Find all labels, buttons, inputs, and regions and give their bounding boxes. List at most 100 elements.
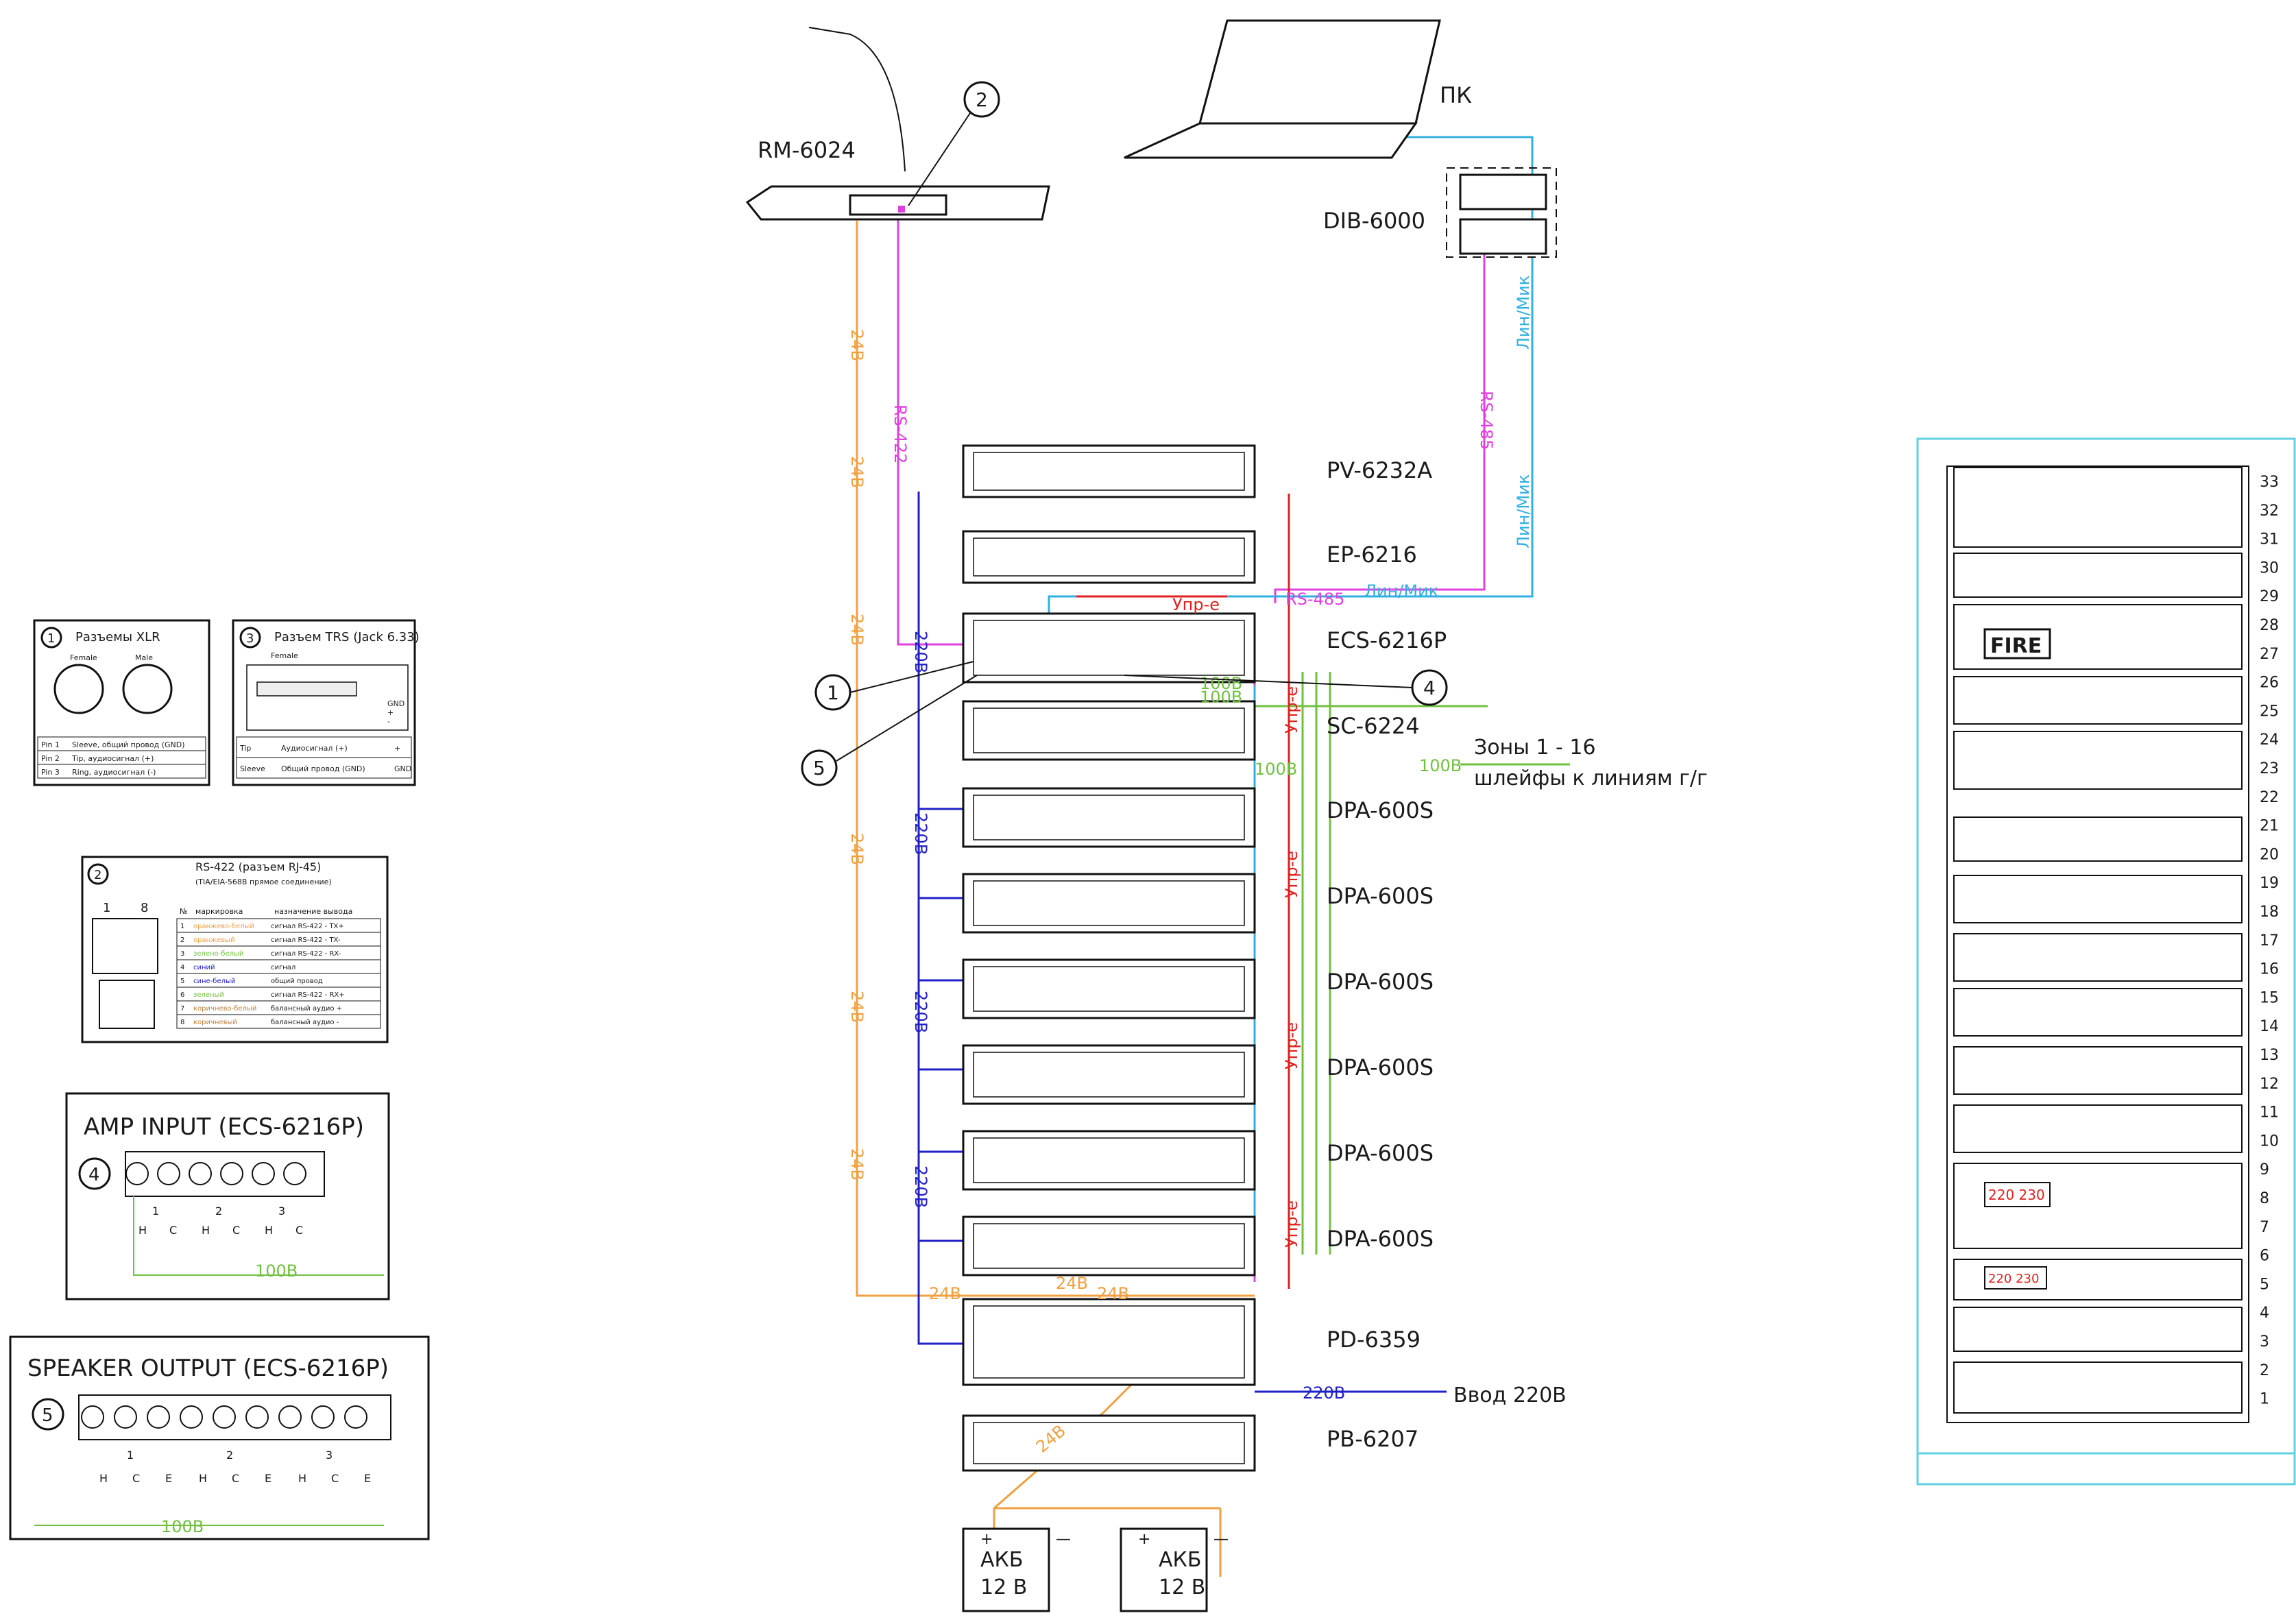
stack-device-face-7: [973, 966, 1245, 1012]
spk-pin: С: [331, 1472, 339, 1485]
fire-label: FIRE: [1990, 634, 2042, 658]
stack-device-10: [962, 1215, 1256, 1276]
stack-device-face-3: [973, 620, 1245, 676]
spk-pin: Е: [165, 1472, 172, 1485]
spk-terminal: [278, 1405, 302, 1429]
stack-device-face-5: [973, 795, 1245, 840]
amp-pin-c: С: [295, 1224, 303, 1237]
xlr-male: Male: [135, 653, 153, 662]
stack-device-face-2: [973, 537, 1245, 577]
rack-unit-number: 2: [2260, 1362, 2269, 1379]
rack-unit-number: 19: [2260, 875, 2279, 892]
rack-cabinet: FIRE 220 230 220 230 3332313029282726252…: [1916, 437, 2296, 1486]
rack-unit-number: 29: [2260, 588, 2279, 605]
rm-6024-label: RM-6024: [758, 137, 856, 163]
xlr-title: Разъемы XLR: [75, 630, 160, 644]
stack-label-3: ECS-6216P: [1327, 627, 1447, 653]
rack-unit-number: 26: [2260, 675, 2279, 692]
lbl-linmic-3: Лин/Мик: [1364, 581, 1438, 601]
amp-pin-h: Н: [265, 1224, 273, 1237]
lbl-ctrl-1: Упр-е: [1172, 595, 1220, 614]
rack-unit-number: 21: [2260, 818, 2279, 835]
trs-title: Разъем TRS (Jack 6.33): [274, 630, 420, 644]
spk-terminal: [81, 1405, 104, 1429]
stack-device-face-10: [973, 1223, 1245, 1269]
rack-unit-number: 25: [2260, 703, 2279, 720]
stack-label-8: DPA-600S: [1327, 1054, 1434, 1080]
rack-unit-number: 31: [2260, 531, 2279, 548]
rack-unit-number: 11: [2260, 1104, 2279, 1122]
wire-24v-trunk: [856, 221, 1255, 1297]
lbl-ctrl-2: Упр-е: [1282, 686, 1301, 734]
wire-rs422: [897, 210, 1002, 668]
rack-unit-number: 10: [2260, 1133, 2279, 1150]
rj45-mark: сине-белый: [193, 978, 235, 985]
lbl-220v-4: 220В: [911, 1165, 930, 1208]
amp-input-title: AMP INPUT (ECS-6216P): [84, 1113, 364, 1141]
xlr-num: 1: [47, 631, 55, 646]
rack-unit-number: 9: [2260, 1161, 2269, 1178]
lbl-24v-8: 24В: [1056, 1274, 1088, 1293]
rack-display-2-text: 220 230: [1988, 1272, 2039, 1286]
amp-terminal: [220, 1162, 243, 1185]
trs-row: [236, 757, 412, 779]
rj45-pin: 1: [180, 923, 184, 930]
stack-device-12: [962, 1414, 1256, 1472]
laptop-icon: [1124, 19, 1441, 159]
xlr-pin: Pin 3: [41, 768, 60, 777]
spk-terminal: [344, 1405, 367, 1429]
callout-1: 1: [827, 681, 839, 704]
amp-terminal: [189, 1162, 212, 1185]
fire-panel: [1983, 628, 2051, 659]
rack-unit-panel: [1953, 1307, 2243, 1352]
spk-pin: Е: [265, 1472, 271, 1485]
trs-gnd: GND: [387, 699, 404, 708]
stack-device-3: [962, 612, 1256, 683]
rack-unit-number: 22: [2260, 789, 2279, 806]
rj45-pin: 5: [180, 978, 184, 985]
spk-pin: Н: [298, 1472, 306, 1485]
lbl-24v-2: 24В: [847, 456, 867, 488]
amp-terminal: [125, 1162, 149, 1185]
rj45-desc: сигнал RS-422 - RX+: [271, 991, 345, 999]
rack-unit-number: 33: [2260, 474, 2279, 491]
rj45-pin-a: 1: [103, 901, 110, 915]
rack-unit-panel: [1953, 731, 2243, 790]
lbl-linmic-2: Лин/Мик: [1514, 474, 1533, 548]
lbl-100v-3: 100В: [1200, 688, 1242, 707]
xlr-desc: Ring, аудиосигнал (-): [72, 768, 156, 777]
rack-unit-panel: [1953, 988, 2243, 1037]
battery-right-name: АКБ: [1159, 1548, 1201, 1572]
rack-unit-panel: [1953, 1104, 2243, 1153]
rack-unit-number: 12: [2260, 1076, 2279, 1093]
stack-device-face-8: [973, 1052, 1245, 1098]
lbl-24v-3: 24В: [847, 614, 867, 646]
stack-label-6: DPA-600S: [1327, 883, 1434, 909]
rj45-mark: коричнево-белый: [193, 1005, 256, 1013]
battery-right-plus: +: [1138, 1531, 1150, 1548]
stack-label-1: PV-6232A: [1327, 457, 1432, 483]
rj45-head-mark: маркировка: [195, 907, 243, 916]
trs-sym: +: [394, 744, 400, 753]
xlr-pin: Pin 1: [41, 740, 60, 749]
zones-line1: Зоны 1 - 16: [1474, 736, 1596, 760]
trs-pin: Sleeve: [240, 764, 265, 773]
rj45-pin-b: 8: [141, 901, 148, 915]
rack-unit-number: 15: [2260, 989, 2279, 1006]
battery-left-plus: +: [980, 1531, 993, 1548]
rack-unit-panel: [1953, 875, 2243, 923]
rack-unit-number: 6: [2260, 1248, 2269, 1265]
trs-plus: +: [387, 708, 394, 717]
speaker-output-num: 5: [42, 1405, 53, 1426]
lbl-24v-4: 24В: [847, 833, 867, 865]
rj45-mark: зелено-белый: [193, 950, 243, 958]
rj45-head-num: №: [180, 907, 187, 916]
rack-unit-panel: [1953, 816, 2243, 862]
stack-device-1: [962, 444, 1256, 498]
xlr-desc: Tip, аудиосигнал (+): [71, 754, 154, 763]
rj45-mark: синий: [193, 964, 215, 971]
stack-device-2: [962, 530, 1256, 584]
